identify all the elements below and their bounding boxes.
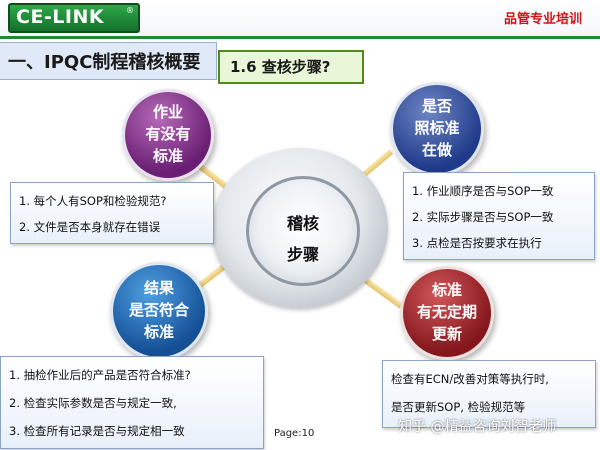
checklist-box-top-left: 1. 每个人有SOP和检验规范? 2. 文件是否本身就存在错误 — [10, 182, 214, 244]
checklist-box-bottom-right: 检查有ECN/改善对策等执行时, 是否更新SOP, 检验规范等 — [382, 360, 596, 428]
bubble-line: 作业 — [152, 103, 183, 121]
bubble-line: 在做 — [421, 141, 452, 159]
bubble-line: 标准 — [143, 323, 174, 341]
bubble-has-standard: 作业 有没有 标准 — [122, 89, 214, 181]
bubble-line: 有没有 — [145, 125, 191, 143]
bubble-follow-standard: 是否 照标准 在做 — [390, 82, 484, 176]
checklist-item: 2. 检查实际参数是否与规定一致, — [9, 396, 177, 410]
checklist-item: 1. 作业顺序是否与SOP一致 — [412, 184, 554, 198]
hub-label-line1: 稽核 — [286, 214, 319, 233]
checklist-item: 2. 文件是否本身就存在错误 — [19, 220, 161, 234]
checklist-item: 检查有ECN/改善对策等执行时, — [391, 372, 549, 386]
company-logo: CE-LINK ® — [8, 3, 140, 33]
logo-text: CE-LINK — [16, 6, 105, 28]
bubble-standard-updated: 标准 有无定期 更新 — [400, 266, 494, 360]
checklist-item: 3. 检查所有记录是否与规定相一致 — [9, 424, 185, 438]
bubble-line: 更新 — [431, 325, 462, 343]
bubble-line: 标准 — [431, 281, 462, 299]
bubble-line: 是否 — [421, 97, 452, 115]
header-divider — [0, 36, 600, 39]
checklist-item: 3. 点检是否按要求在执行 — [412, 236, 542, 250]
bubble-line: 有无定期 — [416, 303, 477, 321]
bubble-result-conforms: 结果 是否符合 标准 — [110, 262, 208, 360]
checklist-item: 1. 抽检作业后的产品是否符合标准? — [9, 368, 191, 382]
checklist-item: 1. 每个人有SOP和检验规范? — [19, 194, 167, 208]
registered-mark: ® — [126, 6, 134, 15]
section-title-box: 一、IPQC制程稽核概要 — [0, 42, 217, 80]
center-hub — [246, 176, 360, 286]
hub-label-line2: 步骤 — [286, 245, 319, 264]
subtitle-box: 1.6 查核步骤? — [218, 50, 364, 84]
section-subtitle: 1.6 查核步骤? — [230, 58, 331, 76]
watermark-text: 知乎 @精益咨询刘智老师 — [398, 419, 557, 435]
checklist-box-top-right: 1. 作业顺序是否与SOP一致 2. 实际步骤是否与SOP一致 3. 点检是否按… — [403, 172, 595, 260]
section-title: 一、IPQC制程稽核概要 — [8, 52, 201, 73]
header-bar: CE-LINK ® 品管专业培训 — [0, 0, 600, 36]
header-title: 品管专业培训 — [503, 12, 582, 27]
bubble-line: 标准 — [152, 147, 183, 165]
checklist-item: 是否更新SOP, 检验规范等 — [391, 400, 526, 414]
page-number: Page:10 — [274, 428, 315, 439]
bubble-line: 是否符合 — [128, 301, 189, 319]
checklist-box-bottom-left: 1. 抽检作业后的产品是否符合标准? 2. 检查实际参数是否与规定一致, 3. … — [0, 356, 264, 449]
checklist-item: 2. 实际步骤是否与SOP一致 — [412, 210, 554, 224]
bubble-line: 结果 — [143, 279, 174, 297]
bubble-line: 照标准 — [414, 119, 460, 137]
